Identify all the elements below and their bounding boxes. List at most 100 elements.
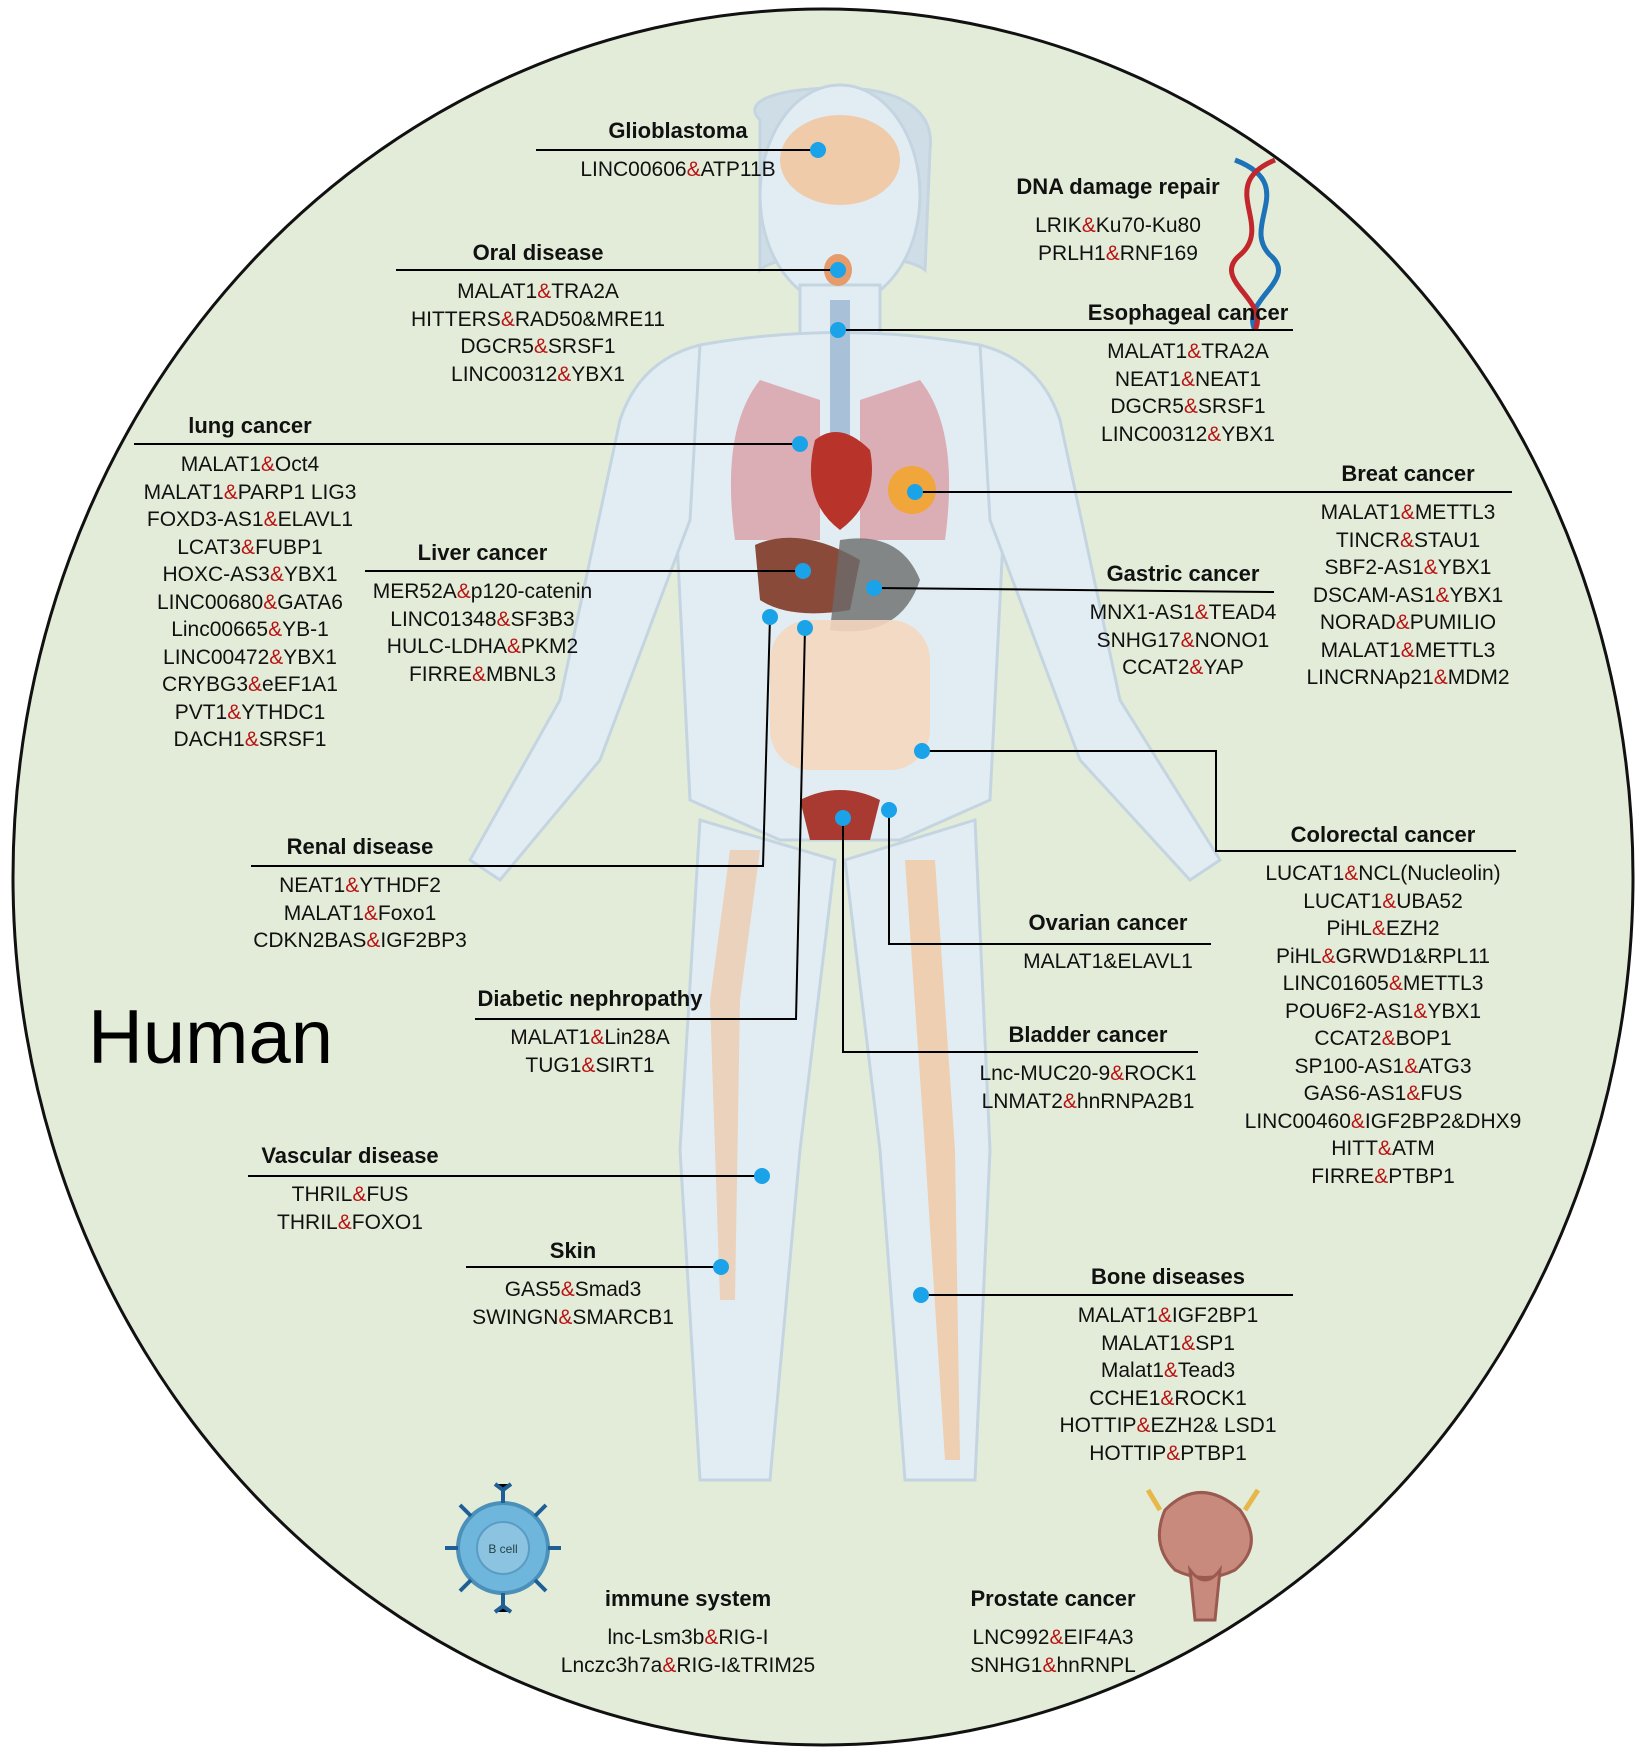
- protein-name: UBA52: [1396, 889, 1463, 913]
- interaction-item: TINCR&STAU1: [1268, 527, 1548, 555]
- protein-name: Smad3: [574, 1278, 642, 1301]
- interaction-item: MNX1-AS1&TEAD4: [1058, 599, 1308, 627]
- lncrna-name: MALAT1: [283, 901, 364, 925]
- lncrna-name: MALAT1: [1107, 340, 1188, 363]
- ampersand-symbol: &: [363, 901, 378, 925]
- ampersand-symbol: &: [1187, 340, 1202, 363]
- lncrna-name: LINC00680: [156, 590, 264, 614]
- interaction-item: PRLH1&RNF169: [998, 240, 1238, 268]
- organs: [710, 115, 960, 1460]
- lncrna-name: LINC00312: [1101, 422, 1208, 446]
- ampersand-symbol: &: [263, 590, 278, 614]
- protein-name: GATA6: [277, 590, 343, 614]
- lncrna-name: PiHL: [1276, 944, 1322, 968]
- ampersand-symbol: &: [1110, 1062, 1125, 1085]
- lncrna-name: LNMAT2: [981, 1089, 1063, 1113]
- interaction-item: MALAT1&PARP1 LIG3: [100, 479, 400, 507]
- protein-name: METTL3: [1414, 501, 1496, 524]
- interaction-item: THRIL&FUS: [230, 1181, 470, 1209]
- ampersand-symbol: &: [1042, 1653, 1057, 1677]
- interaction-item: PiHL&GRWD1&RPL11: [1218, 943, 1548, 971]
- protein-name: Oct4: [274, 453, 320, 476]
- interaction-item: LCAT3&FUBP1: [100, 534, 400, 562]
- protein-name: ATM: [1391, 1137, 1435, 1160]
- ampersand-symbol: &: [496, 607, 511, 631]
- lncrna-name: HOTTIP: [1089, 1441, 1167, 1465]
- ampersand-symbol: &: [1400, 638, 1415, 662]
- protein-name: ATG3: [1418, 1054, 1472, 1078]
- ampersand-symbol: &: [1400, 528, 1415, 552]
- lncrna-name: LINC00606: [580, 158, 687, 181]
- lncrna-name: MER52A: [372, 580, 457, 603]
- lncrna-name: MALAT1: [510, 1026, 591, 1049]
- ampersand-symbol: &: [1180, 367, 1195, 391]
- ampersand-symbol: &: [1081, 214, 1096, 237]
- protein-name: ROCK1: [1124, 1062, 1197, 1085]
- lncrna-name: Linc00665: [171, 618, 269, 641]
- lncrna-name: CDKN2BAS: [253, 929, 367, 952]
- interaction-item: MALAT1&IGF2BP1: [1038, 1302, 1298, 1330]
- lncrna-name: SP100-AS1: [1294, 1054, 1405, 1078]
- interaction-item: CCAT2&YAP: [1058, 654, 1308, 682]
- lncrna-name: MALAT1: [1101, 1331, 1182, 1355]
- protein-name: NONO1: [1194, 628, 1270, 652]
- ampersand-symbol: &: [244, 728, 259, 751]
- group-title: Gastric cancer: [1106, 561, 1260, 586]
- ampersand-symbol: &: [456, 580, 471, 603]
- ampersand-symbol: &: [1406, 1082, 1421, 1105]
- interaction-item: PVT1&YTHDC1: [100, 699, 400, 727]
- protein-name: SIRT1: [595, 1053, 655, 1077]
- protein-name: FOXO1: [351, 1210, 423, 1234]
- interaction-item: DSCAM-AS1&YBX1: [1268, 582, 1548, 610]
- interaction-item: GAS6-AS1&FUS: [1218, 1080, 1548, 1108]
- ampersand-symbol: &: [1382, 889, 1397, 913]
- protein-name: FUS: [366, 1183, 409, 1206]
- ampersand-symbol: &: [352, 1183, 367, 1206]
- interaction-item: MALAT1&METTL3: [1268, 499, 1548, 527]
- protein-name: METTL3: [1414, 638, 1496, 662]
- lncrna-name: SBF2-AS1: [1324, 556, 1424, 579]
- b-cell-label: B cell: [488, 1542, 517, 1556]
- interaction-item: NORAD&PUMILIO: [1268, 609, 1548, 637]
- prostate-icon: [1145, 1488, 1261, 1622]
- group-title: lung cancer: [188, 413, 312, 438]
- lncrna-name: NEAT1: [279, 874, 346, 897]
- lncrna-name: LINC00472: [163, 645, 270, 669]
- lncrna-name: PiHL: [1326, 917, 1372, 940]
- ampersand-symbol: &: [1413, 999, 1428, 1023]
- protein-name: YBX1: [283, 563, 338, 586]
- ampersand-symbol: &: [704, 1626, 719, 1649]
- lncrna-name: GAS5: [504, 1278, 561, 1301]
- protein-name: IGF2BP2&DHX9: [1364, 1109, 1522, 1133]
- protein-name: MDM2: [1447, 666, 1510, 689]
- lncrna-name: HOTTIP: [1059, 1414, 1137, 1437]
- interaction-item: MALAT1&TRA2A: [1068, 338, 1308, 366]
- interaction-item: LNMAT2&hnRNPA2B1: [958, 1088, 1218, 1116]
- ampersand-symbol: &: [1423, 556, 1438, 579]
- lncrna-name: THRIL: [277, 1210, 338, 1234]
- ampersand-symbol: &: [1377, 1137, 1392, 1160]
- interaction-item: Lnczc3h7a&RIG-I&TRIM25: [548, 1652, 828, 1680]
- interaction-item: SNHG17&NONO1: [1058, 627, 1308, 655]
- lncrna-name: Lnc-MUC20-9: [979, 1062, 1111, 1085]
- interaction-item: TUG1&SIRT1: [460, 1052, 720, 1080]
- ampersand-symbol: &: [1400, 501, 1415, 524]
- ampersand-symbol: &: [1136, 1414, 1151, 1437]
- ampersand-symbol: &: [581, 1053, 596, 1077]
- ampersand-symbol: &: [1350, 1109, 1365, 1133]
- protein-name: MBNL3: [485, 662, 557, 686]
- interaction-item: LINC01348&SF3B3: [345, 606, 620, 634]
- ampersand-symbol: &: [662, 1653, 677, 1677]
- interaction-item: Malat1&Tead3: [1038, 1357, 1298, 1385]
- lncrna-name: POU6F2-AS1: [1284, 999, 1414, 1023]
- ampersand-symbol: &: [1062, 1089, 1077, 1113]
- ampersand-symbol: &: [263, 508, 278, 531]
- protein-name: IGF2BP3: [380, 929, 467, 952]
